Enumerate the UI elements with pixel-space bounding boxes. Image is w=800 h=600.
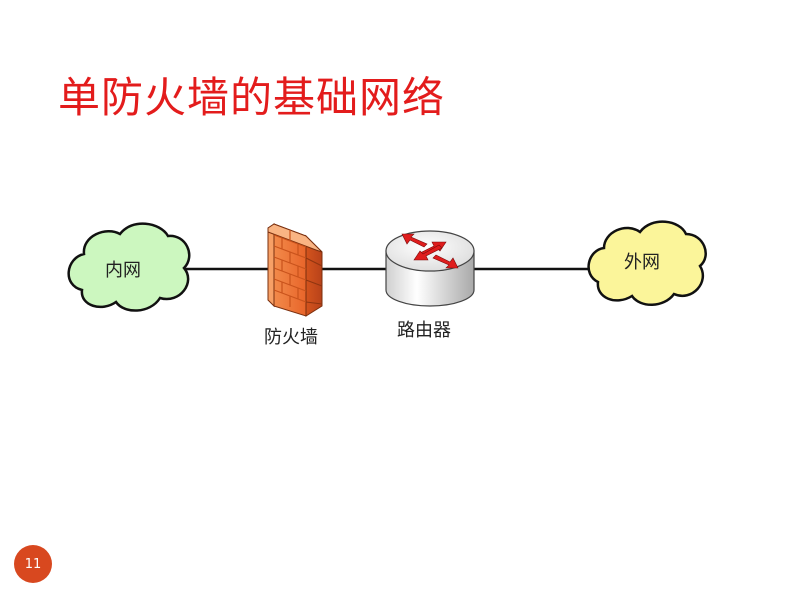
firewall-icon: [267, 223, 323, 317]
internal-network-node: 内网: [67, 222, 191, 312]
cloud-icon: [587, 220, 707, 306]
external-network-node: 外网: [587, 220, 707, 306]
page-number: 11: [24, 556, 42, 572]
router-icon: [385, 230, 475, 307]
external-network-label: 外网: [624, 252, 660, 273]
internal-network-label: 内网: [105, 260, 141, 281]
router-label: 路由器: [397, 320, 451, 341]
firewall-label: 防火墙: [264, 327, 318, 348]
page-number-badge: 11: [14, 545, 52, 583]
cloud-icon: [67, 222, 191, 312]
slide-title: 单防火墙的基础网络: [58, 73, 446, 122]
router-node: 路由器: [385, 230, 475, 341]
firewall-node: 防火墙: [264, 223, 323, 348]
